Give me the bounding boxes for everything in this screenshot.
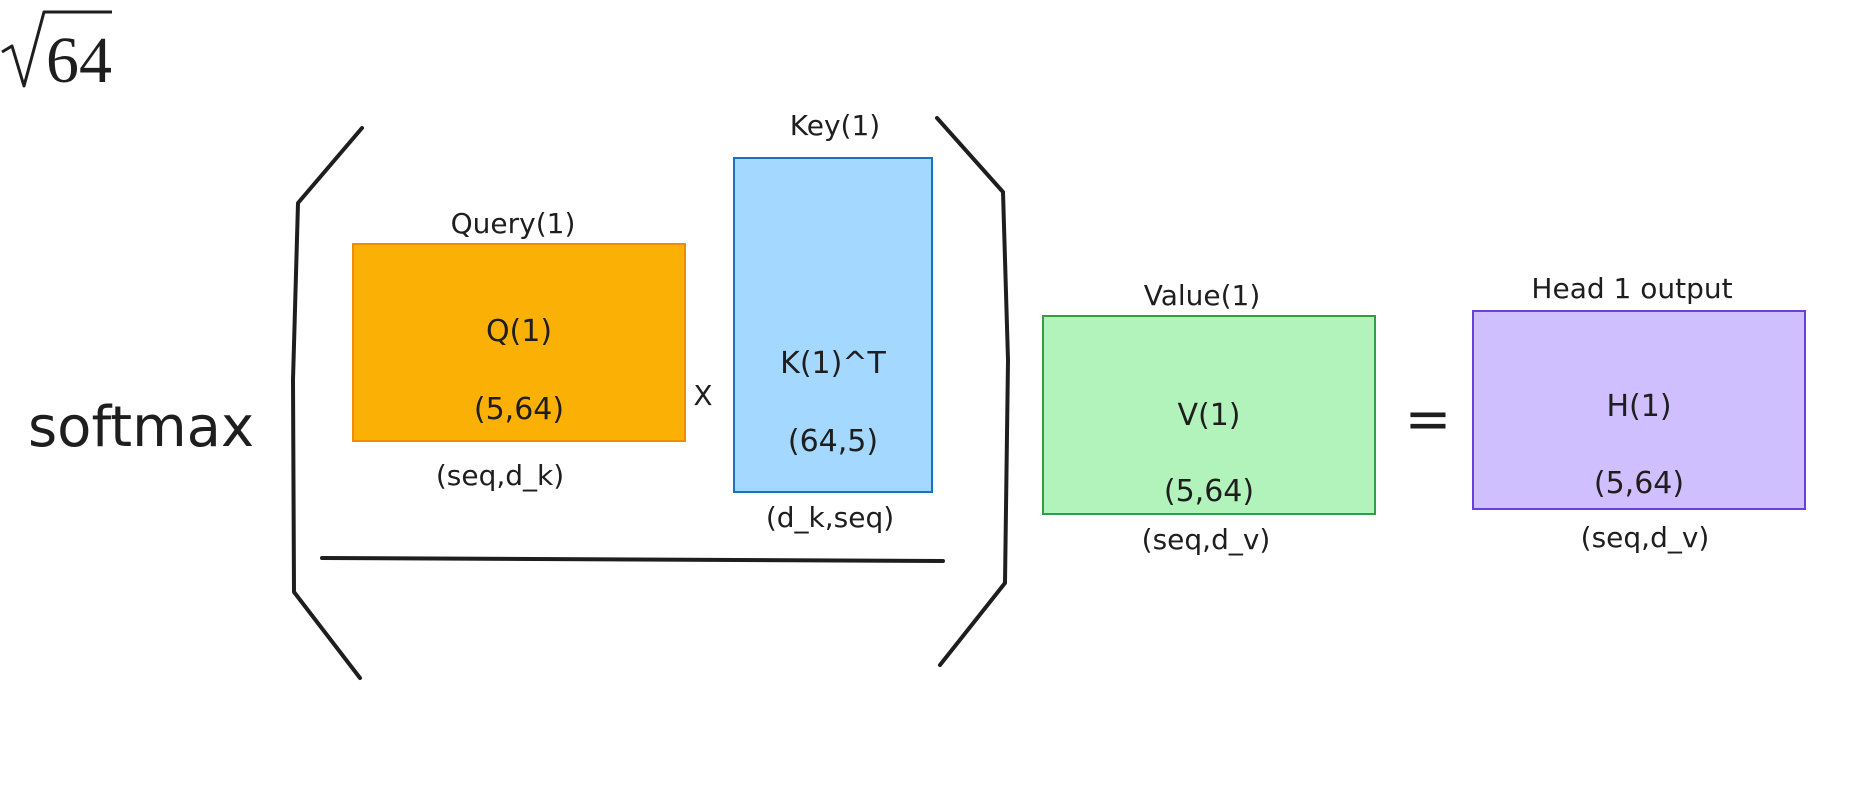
head-dims: (seq,d_v) (1580, 521, 1710, 554)
query-symbol: Q(1) (485, 314, 553, 349)
query-dims: (seq,d_k) (435, 459, 565, 492)
radical-sign-icon (1, 10, 112, 88)
query-shape: (5,64) (473, 392, 565, 427)
multiply-sign: X (693, 379, 713, 412)
value-symbol: V(1) (1177, 398, 1241, 433)
query-matrix: Q(1) (5,64) (352, 243, 686, 442)
value-title: Value(1) (1143, 279, 1261, 312)
query-title: Query(1) (450, 207, 576, 240)
right-bracket (935, 116, 1010, 667)
key-transpose-matrix: K(1)^T (64,5) (733, 157, 933, 493)
key-title: Key(1) (789, 109, 881, 142)
value-shape: (5,64) (1163, 474, 1255, 509)
sqrt-64-denominator: 64 (1, 10, 112, 97)
equals-sign: = (1404, 387, 1452, 452)
value-matrix: V(1) (5,64) (1042, 315, 1376, 515)
head-title: Head 1 output (1531, 272, 1733, 305)
radicand: 64 (46, 24, 112, 90)
head-shape: (5,64) (1593, 466, 1685, 501)
fraction-line (320, 556, 945, 563)
value-dims: (seq,d_v) (1141, 523, 1271, 556)
key-shape: (64,5) (787, 424, 879, 459)
head-symbol: H(1) (1606, 389, 1672, 424)
softmax-label: softmax (28, 395, 255, 460)
key-dims: (d_k,seq) (765, 501, 895, 534)
left-bracket (291, 126, 364, 680)
head-output-matrix: H(1) (5,64) (1472, 310, 1806, 510)
key-symbol: K(1)^T (780, 346, 886, 381)
